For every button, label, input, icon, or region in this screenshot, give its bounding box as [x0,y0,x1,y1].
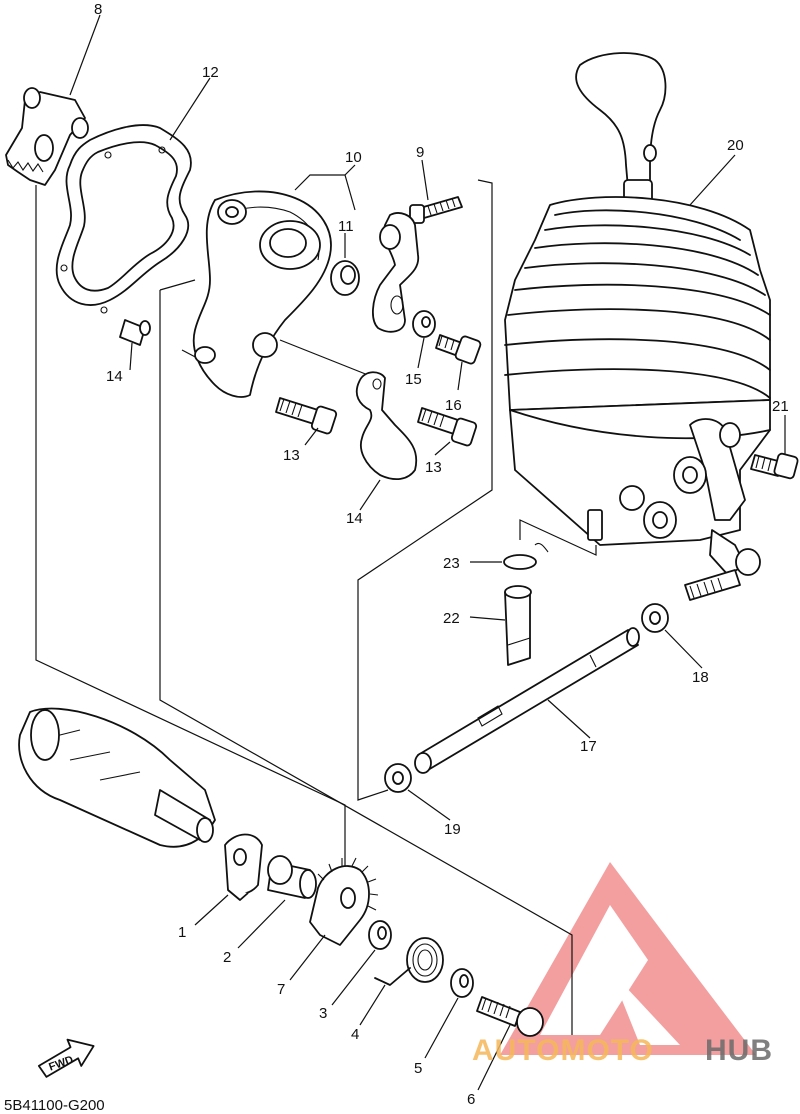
part-7-gear-segment [309,857,379,946]
callout-22: 21 [772,398,789,415]
callout-4: 4 [351,1026,359,1043]
callout-leaders [69,14,786,1091]
part-18-shift-shaft [414,627,640,774]
part-4-spring [374,937,444,986]
watermark-text: AUTOMOTO HUB [472,1034,773,1067]
part-15-dowel-pin [119,319,151,346]
part-22-bolt [750,452,799,480]
part-21-shift-lever-assembly [504,52,771,601]
part-1-segment [224,833,263,901]
part-20-collar [384,763,412,793]
callout-7: 7 [277,981,285,998]
callout-labels: 8 12 10 9 11 20 14 15 16 21 13 13 14 23 … [94,1,789,1108]
callout-11: 11 [338,218,354,235]
part-12-gasket [55,124,192,314]
diagram-code: 5B41100-G200 [4,1097,105,1114]
callout-19: 18 [692,669,709,686]
part-24-clip [503,542,549,570]
callout-18: 17 [580,738,597,755]
watermark-text-a: AUTOMOTO [472,1034,654,1067]
part-3-washer [368,920,392,950]
callout-13-a: 13 [283,447,300,464]
callout-6: 6 [467,1091,475,1108]
part-23-collar [504,585,532,666]
part-8-shift-arm [5,87,89,186]
part-5-washer [450,968,474,998]
callout-13-b: 13 [425,459,442,476]
part-11-oil-seal [330,260,360,296]
callout-5: 5 [414,1060,422,1077]
callout-10: 10 [345,149,362,166]
bracket-plate [372,212,420,333]
part-16-washer [412,310,436,338]
watermark-logo [500,862,756,1055]
shift-drum [18,707,216,848]
assembly-guide-lines [35,179,597,1035]
part-19-collar [641,603,669,633]
callout-23: 22 [443,610,460,627]
callout-8: 8 [94,1,102,18]
callout-17: 16 [445,397,462,414]
part-2-collar [267,855,317,899]
fwd-arrow-icon: FWD [37,1038,95,1078]
part-14-clamp [355,371,418,481]
callout-20: 19 [444,821,461,838]
callout-14: 14 [346,510,363,527]
callout-21: 20 [727,137,744,154]
callout-3: 3 [319,1005,327,1022]
callout-15: 14 [106,368,123,385]
part-17-bolt [435,334,482,365]
watermark-text-b: HUB [705,1034,773,1067]
callout-1: 1 [178,924,186,941]
part-6-bolt [476,996,544,1037]
part-10-shift-cover [192,190,332,398]
part-13-bolt-a [275,397,338,435]
part-9-bolt [409,196,463,224]
callout-24: 23 [443,555,460,572]
part-13-bolt-b [417,407,478,447]
callout-16: 15 [405,371,422,388]
callout-12: 12 [202,64,219,81]
callout-2: 2 [223,949,231,966]
fwd-label: FWD [47,1054,75,1074]
callout-9: 9 [416,144,424,161]
